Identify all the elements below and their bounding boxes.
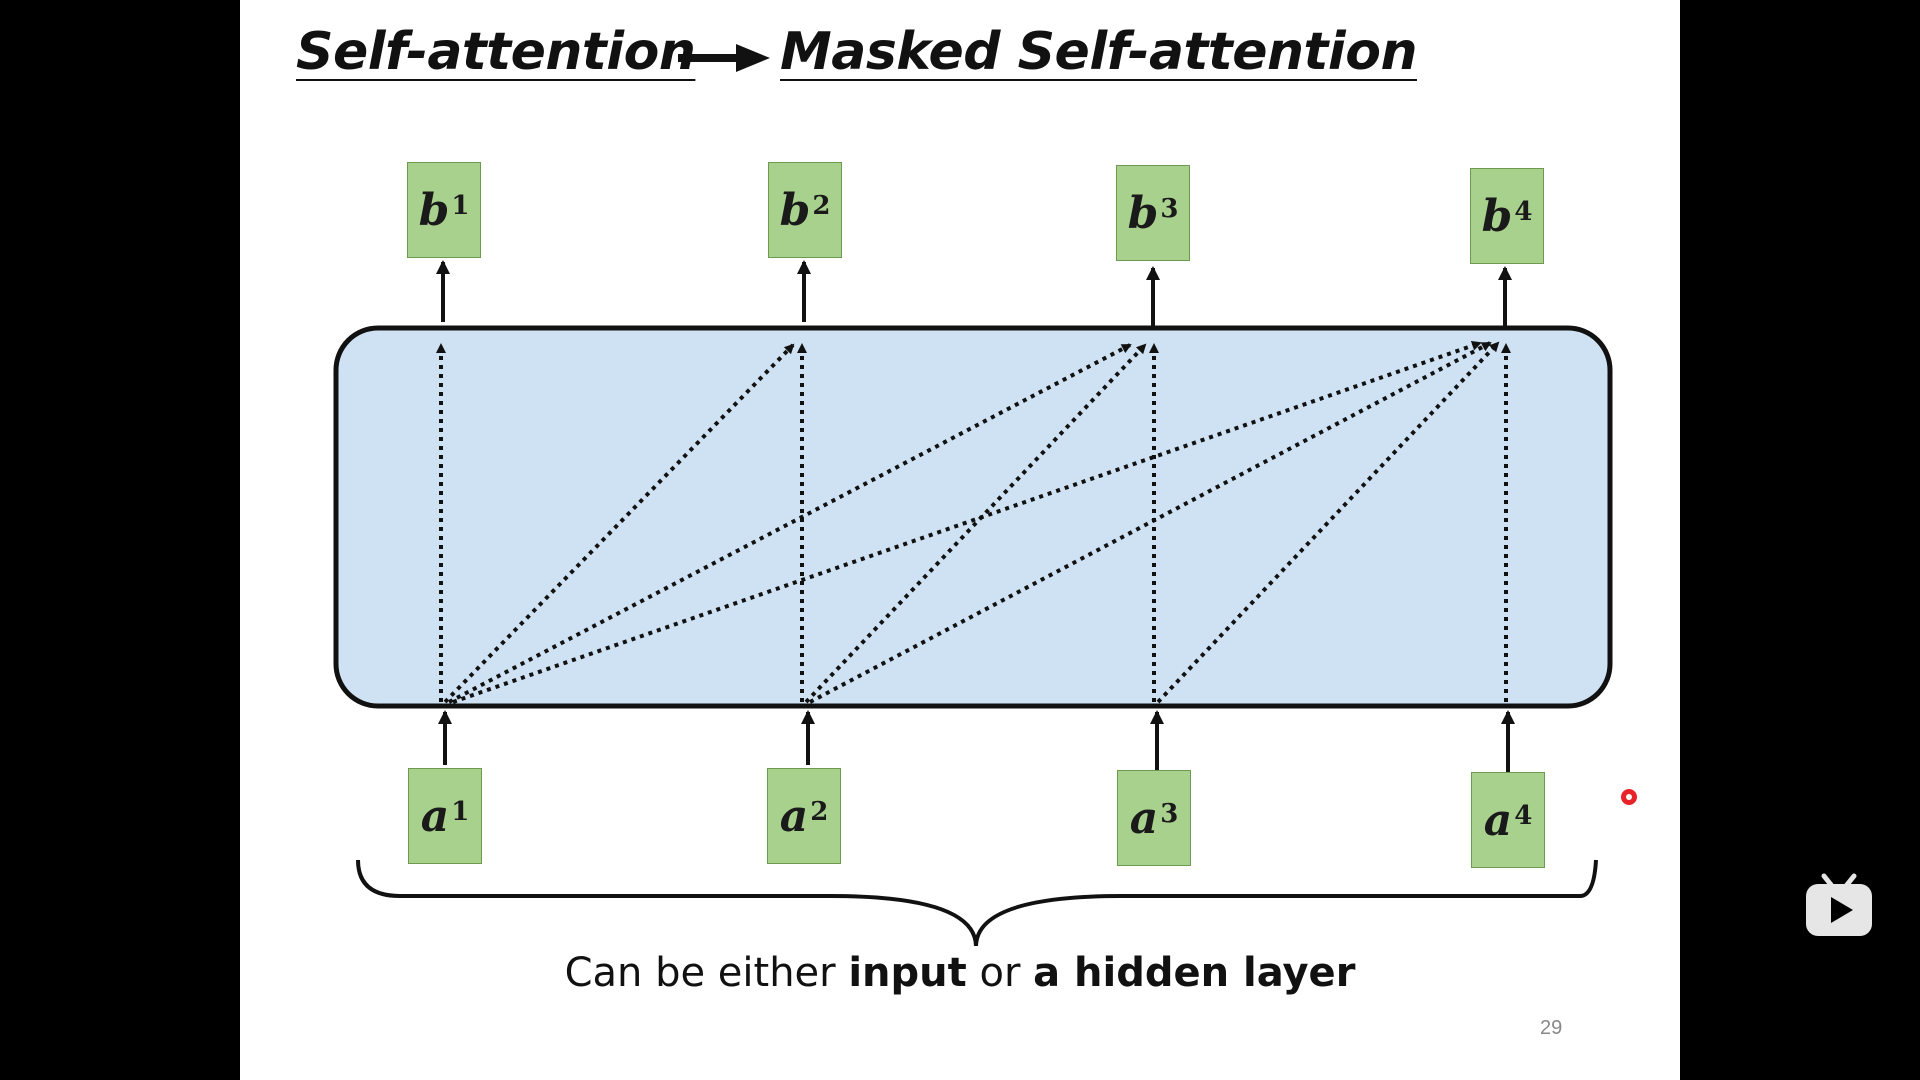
- caption-part1: Can be either: [564, 950, 849, 996]
- attn-a2-b4: [809, 341, 1492, 704]
- output-b4-sup: 4: [1514, 197, 1533, 227]
- attn-a1-b3: [448, 343, 1132, 704]
- attn-a2-b3: [804, 343, 1147, 704]
- input-a3-base: a: [1129, 792, 1159, 844]
- input-a4-sup: 4: [1514, 801, 1533, 831]
- input-a4-base: a: [1483, 794, 1513, 846]
- attn-a1-b2: [443, 343, 795, 704]
- masked-attention-block: [333, 325, 1613, 709]
- curly-brace: [356, 859, 1598, 947]
- slide: Self-attention Masked Self-attention: [240, 0, 1680, 1080]
- title-masked-self-attention: Masked Self-attention: [780, 22, 1417, 82]
- bilibili-tv-icon[interactable]: [1804, 872, 1874, 940]
- output-b3-base: b: [1127, 187, 1159, 239]
- caption-bold-input: input: [848, 950, 967, 996]
- input-a2-base: a: [779, 790, 809, 842]
- laser-pointer-dot: [1621, 789, 1637, 805]
- input-a2-sup: 2: [810, 797, 829, 827]
- attn-a1-b4: [452, 340, 1482, 704]
- output-b1-sup: 1: [451, 191, 470, 221]
- title-self-attention: Self-attention: [296, 22, 696, 82]
- caption-bold-hidden-layer: a hidden layer: [1033, 950, 1356, 996]
- input-a1-base: a: [420, 790, 450, 842]
- input-a1-sup: 1: [451, 797, 470, 827]
- output-b2-base: b: [779, 184, 811, 236]
- caption: Can be either input or a hidden layer: [240, 950, 1680, 996]
- output-b1-base: b: [418, 184, 450, 236]
- output-b4-base: b: [1481, 190, 1513, 242]
- input-a3-sup: 3: [1160, 799, 1179, 829]
- attention-diagram: [333, 260, 1613, 947]
- output-b2-sup: 2: [812, 191, 831, 221]
- page-number: 29: [1540, 1017, 1563, 1039]
- output-b3-sup: 3: [1160, 194, 1179, 224]
- attn-a3-b4: [1156, 341, 1500, 704]
- right-arrow-icon: [678, 44, 770, 72]
- caption-part2: or: [966, 950, 1034, 996]
